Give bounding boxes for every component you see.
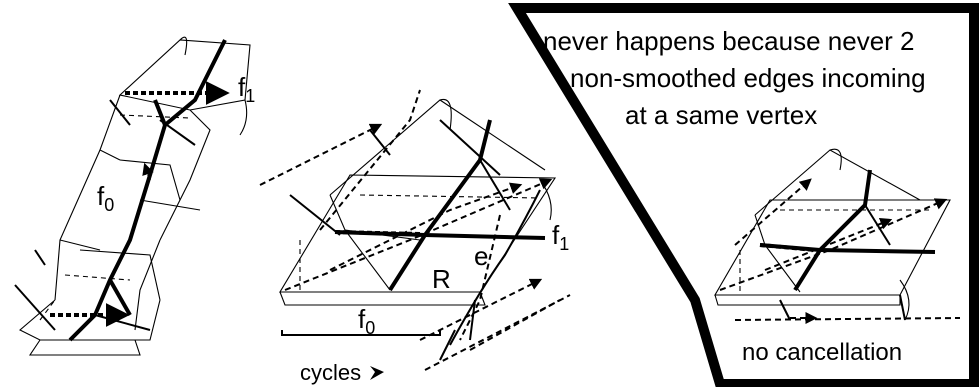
- middle-label-cycles: cycles: [300, 360, 361, 385]
- left-surface-sheets: [19, 36, 251, 356]
- middle-label-f1: f1: [552, 220, 569, 254]
- note-line-3: at a same vertex: [625, 100, 817, 130]
- cycles-arrow-icon: [370, 366, 384, 380]
- note-line-1: never happens because never 2: [543, 26, 915, 56]
- caption-no-cancellation: no cancellation: [742, 339, 902, 366]
- left-dashed-flows: [50, 81, 230, 327]
- note-line-2: non-smoothed edges incoming: [570, 63, 926, 93]
- left-label-f0: f0: [97, 181, 114, 215]
- middle-f0-bracket: [281, 330, 441, 336]
- middle-figure: f0 f1 R e cycles: [259, 89, 571, 385]
- middle-label-f0: f0: [358, 304, 375, 338]
- left-bold-edges: [14, 39, 227, 342]
- middle-label-R: R: [432, 264, 451, 294]
- right-panel: never happens because never 2 non-smooth…: [508, 2, 979, 389]
- middle-surface-sheets: [279, 98, 557, 306]
- middle-label-e: e: [474, 241, 488, 271]
- left-figure: f0 f1: [14, 36, 255, 356]
- middle-dashed-flows: [259, 89, 571, 371]
- right-figure: [714, 148, 961, 324]
- right-panel-frame: [508, 2, 979, 389]
- left-label-f1: f1: [238, 72, 255, 106]
